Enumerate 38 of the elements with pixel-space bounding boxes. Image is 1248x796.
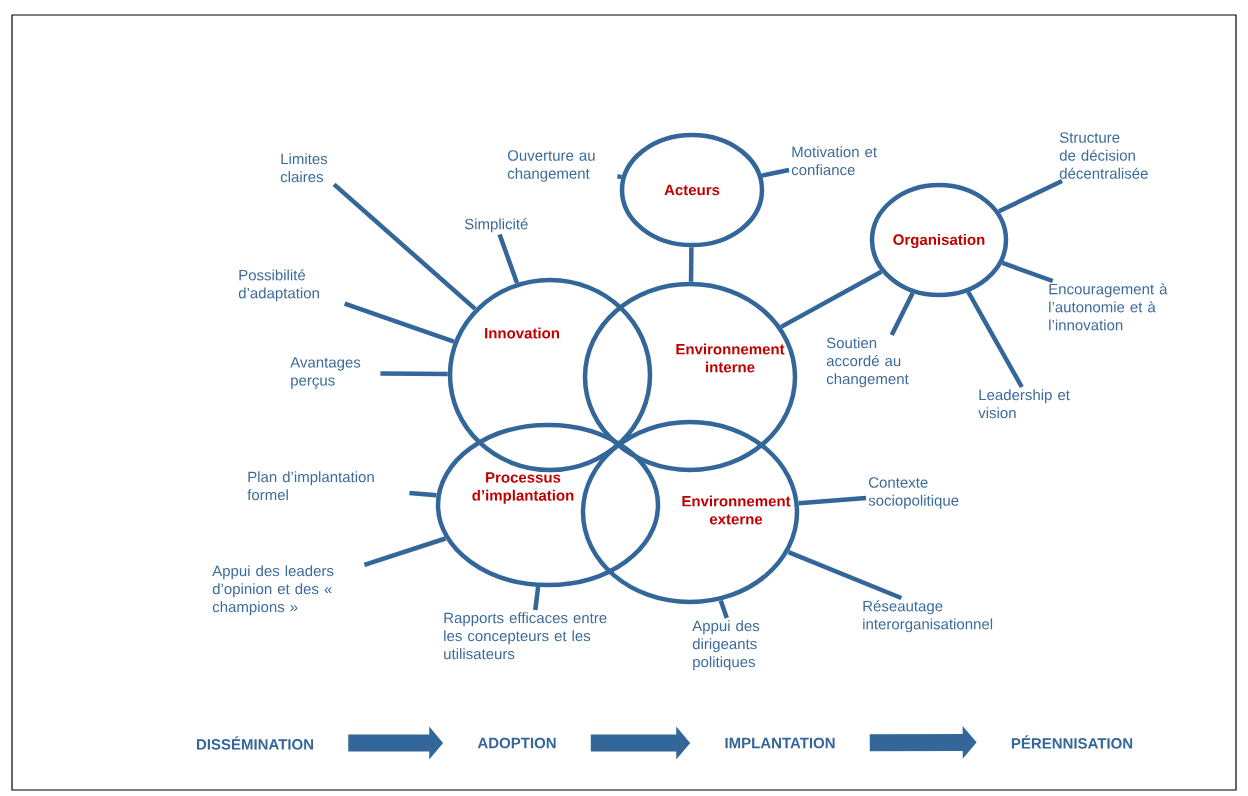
leader-line [617,174,623,180]
leader-line [761,167,790,178]
leader-label: Soutien accordé au changement [826,337,909,388]
connector-line [688,247,694,282]
leader-line [497,233,520,284]
leader-label: Ouverture au changement [507,150,595,182]
phase-label: PÉRENNISATION [1011,735,1133,749]
leader-line [380,371,448,377]
connector-line [780,269,883,329]
leader-label: Contexte sociopolitique [868,477,959,509]
leader-line [787,549,903,601]
leader-label: Avantages perçus [290,357,361,389]
phase-label: DISSÉMINATION [197,736,314,750]
leader-label: Appui des dirigeants politiques [692,620,760,671]
leader-line [889,291,915,336]
leader-line [533,586,541,611]
leader-label: Réseautage interorganisationnel [863,600,993,633]
leader-label: Encouragement à l’autonomie et à l’innovation [1049,283,1168,331]
leader-label: Possibilité d’adaptation [238,269,319,302]
leader-line [1001,260,1054,284]
leader-line [363,536,447,568]
leader-line [997,179,1063,214]
phase-label: IMPLANTATION [725,737,835,749]
leader-line [718,599,729,619]
leader-label: Rapports efficaces entre les concepteurs et les utilisateurs [444,612,607,660]
leader-label: Structure de décision décentralisée [1059,132,1148,179]
leader-line [343,301,455,344]
leader-label: Motivation et confiance [791,146,877,176]
leader-line [409,490,437,498]
leader-label: Simplicité [464,218,528,233]
leader-label: Limites claires [280,153,328,183]
leader-label: Appui des leaders d’opinion et des « champions » [212,565,334,616]
leader-label: Plan d’implantation formel [247,471,374,501]
leader-label: Leadership et vision [978,389,1070,419]
leader-line [798,495,867,506]
phase-label: ADOPTION [477,737,556,749]
leader-line [966,290,1024,389]
leader-line [332,182,477,311]
